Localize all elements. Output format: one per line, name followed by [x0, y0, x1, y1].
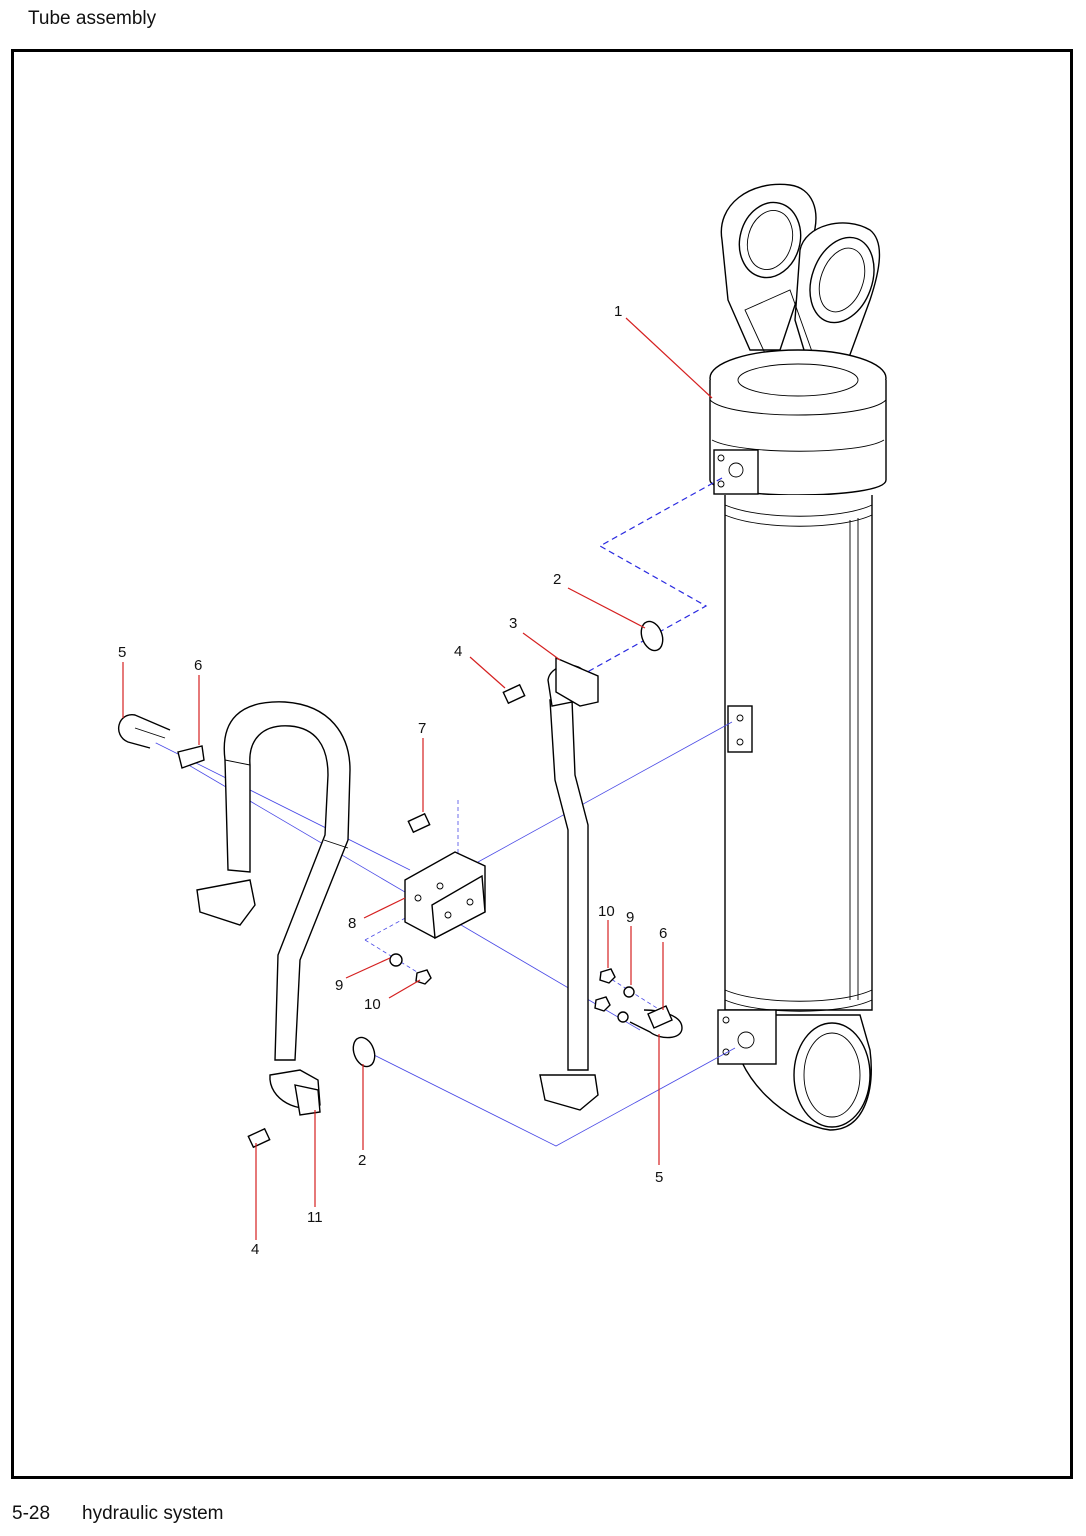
small-parts	[118, 620, 683, 1149]
callout-6: 6	[194, 657, 202, 674]
callout-labels: 1 2 3 4 5 6 7 8 10 9 6 9 10 2 5 11 4	[118, 303, 667, 1258]
page-footer: 5-28 hydraulic system	[12, 1503, 224, 1525]
callout-4: 4	[454, 643, 462, 660]
tube-middle	[539, 656, 599, 1111]
callout-5: 5	[118, 644, 126, 661]
callout-1: 1	[614, 303, 622, 320]
drawing-frame	[11, 49, 1073, 1479]
callout-10: 10	[364, 996, 381, 1013]
callout-3: 3	[509, 615, 517, 632]
tube-left	[196, 701, 351, 1109]
hydraulic-cylinder	[709, 183, 887, 1131]
callout-11: 11	[307, 1209, 323, 1226]
callout-2: 2	[553, 571, 561, 588]
callout-4: 4	[251, 1241, 259, 1258]
bracket	[404, 851, 486, 940]
callout-2: 2	[358, 1152, 366, 1169]
callout-7: 7	[418, 720, 426, 737]
callout-6: 6	[659, 925, 667, 942]
callout-5: 5	[655, 1169, 663, 1186]
page-number: 5-28	[12, 1503, 51, 1524]
section-name: hydraulic system	[82, 1503, 224, 1524]
callout-10: 10	[598, 903, 615, 920]
callout-8: 8	[348, 915, 356, 932]
leader-lines	[122, 317, 713, 1240]
page-title: Tube assembly	[28, 8, 157, 29]
callout-9: 9	[626, 909, 634, 926]
callout-9: 9	[335, 977, 343, 994]
